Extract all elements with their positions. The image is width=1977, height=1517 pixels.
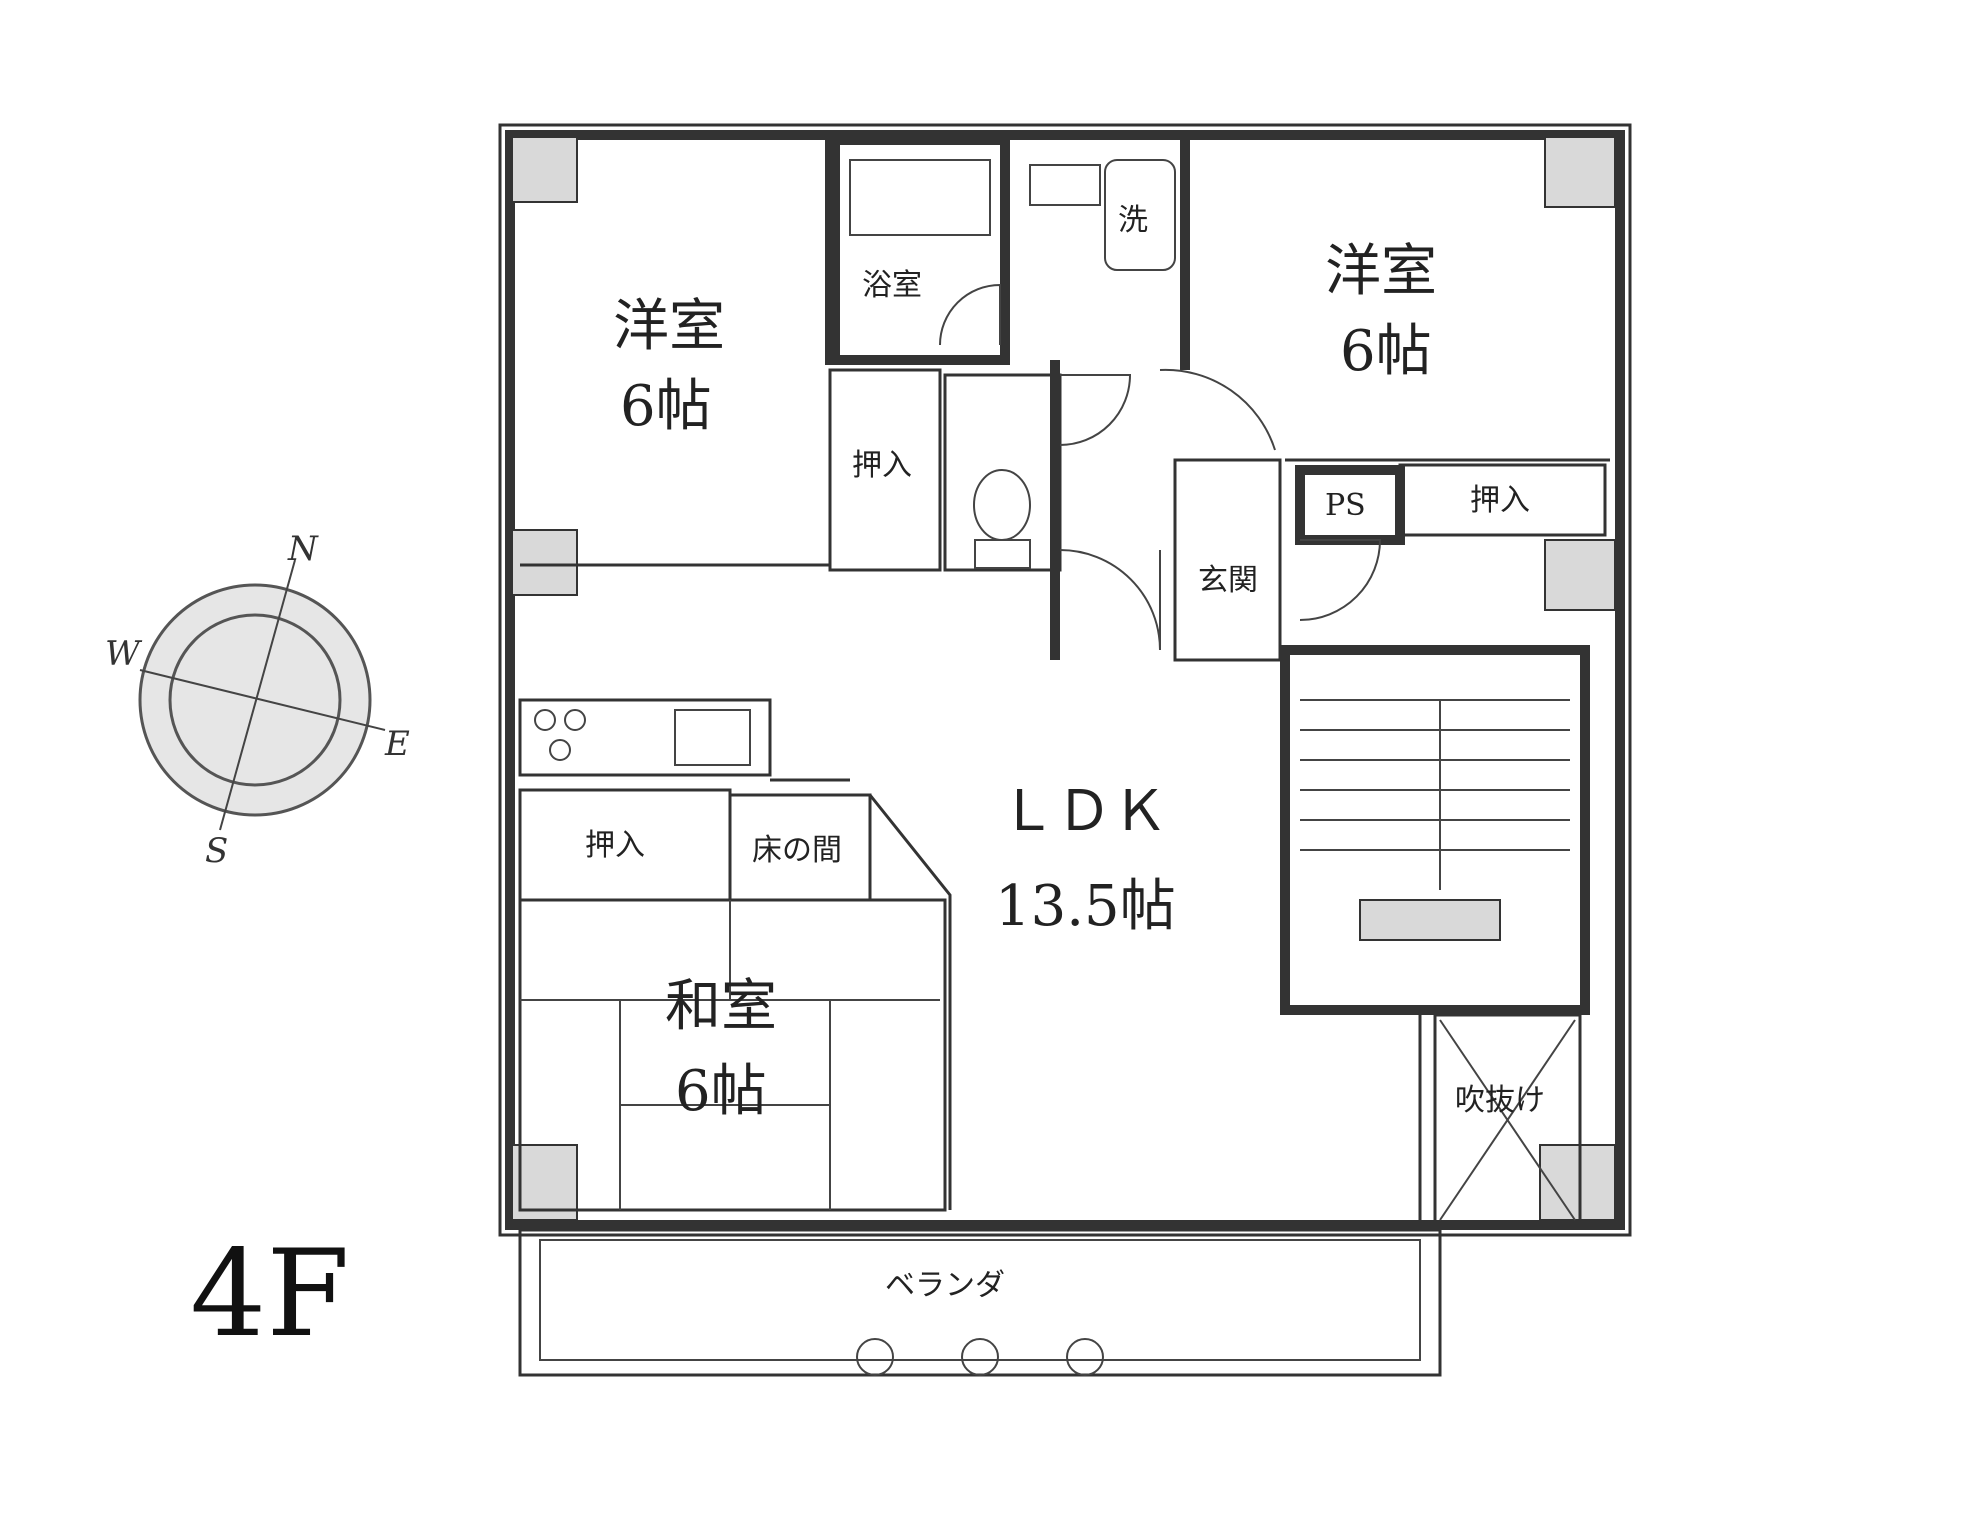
compass-n: N bbox=[287, 529, 319, 569]
tokonoma-label: 床の間 bbox=[752, 833, 842, 868]
ps-label: PS bbox=[1325, 488, 1366, 523]
columns bbox=[511, 136, 1616, 1221]
closet-japanese-label: 押入 bbox=[585, 828, 645, 863]
japanese-room-size: 6帖 bbox=[675, 1059, 767, 1124]
compass: N S E W bbox=[105, 529, 410, 871]
compass-e: E bbox=[384, 724, 410, 764]
western-room-left-name: 洋室 bbox=[613, 294, 725, 359]
closet-right-label: 押入 bbox=[1470, 483, 1530, 518]
atrium-label: 吹抜け bbox=[1455, 1083, 1545, 1118]
bath-label: 浴室 bbox=[862, 268, 922, 303]
floor-label: 4F bbox=[190, 1225, 350, 1364]
veranda bbox=[518, 1228, 1442, 1377]
door-swings bbox=[939, 283, 1382, 651]
stairs bbox=[1300, 699, 1570, 941]
ldk-name: ＬＤＫ bbox=[1000, 779, 1168, 844]
japanese-room-name: 和室 bbox=[665, 974, 777, 1039]
western-room-left-size: 6帖 bbox=[620, 374, 712, 439]
veranda-label: ベランダ bbox=[885, 1268, 1005, 1303]
compass-w: W bbox=[105, 634, 143, 674]
closet-left-label: 押入 bbox=[852, 448, 912, 483]
entrance-label: 玄関 bbox=[1198, 563, 1258, 598]
outer-walls bbox=[498, 123, 1632, 1237]
washer-label: 洗 bbox=[1118, 203, 1148, 238]
ldk-size: 13.5帖 bbox=[995, 874, 1176, 939]
interior-walls bbox=[518, 135, 1610, 1227]
room-labels: 洋室 6帖 洋室 6帖 ＬＤＫ 13.5帖 和室 6帖 浴室 洗 押入 押入 押… bbox=[585, 203, 1545, 1303]
western-room-right-name: 洋室 bbox=[1325, 239, 1437, 304]
western-room-right-size: 6帖 bbox=[1340, 319, 1432, 384]
compass-s: S bbox=[205, 831, 228, 871]
